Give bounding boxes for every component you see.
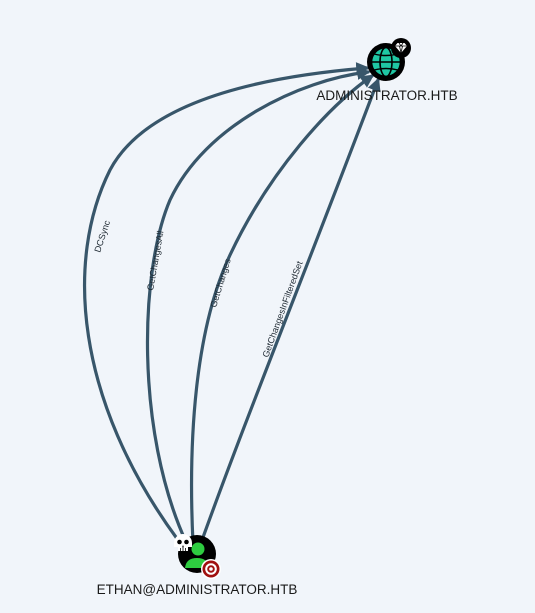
edge-path[interactable] [145, 66, 371, 544]
edge-getchangesinfilteredset[interactable]: GetChangesInFilteredSet [199, 77, 381, 545]
edge-path[interactable] [199, 77, 381, 545]
edge-label: GetChangesAll [145, 230, 165, 291]
edge-label: GetChanges [208, 257, 232, 309]
edge-label: DCSync [92, 219, 112, 254]
edge-label: GetChangesInFilteredSet [260, 259, 304, 358]
edge-path[interactable] [189, 74, 375, 545]
domain-node-label: ADMINISTRATOR.HTB [316, 88, 457, 103]
globe-icon [370, 46, 402, 78]
domain-node[interactable]: ADMINISTRATOR.HTB [316, 38, 458, 103]
user-node[interactable]: ETHAN@ADMINISTRATOR.HTB [97, 534, 298, 597]
user-node-label: ETHAN@ADMINISTRATOR.HTB [97, 582, 298, 597]
edge-getchangesall[interactable]: GetChangesAll [145, 66, 371, 544]
target-icon [201, 559, 221, 579]
edge-path[interactable] [83, 62, 370, 542]
diamond-icon [391, 38, 411, 58]
skull-icon [174, 534, 192, 551]
edge-dcsync[interactable]: DCSync [83, 62, 370, 542]
